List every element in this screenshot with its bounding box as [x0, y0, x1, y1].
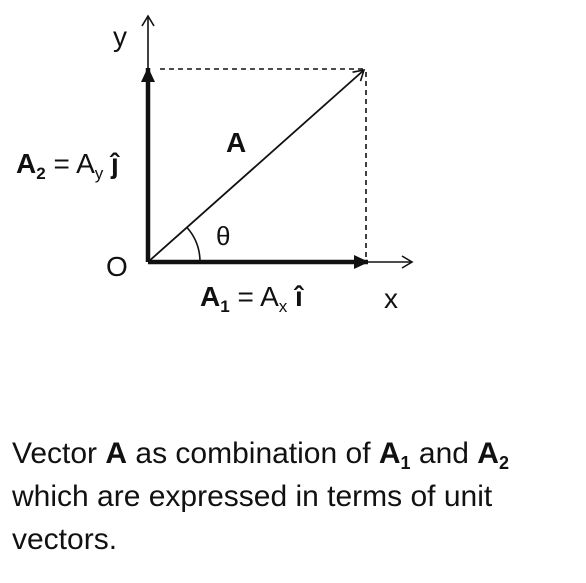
a1-component: A [260, 281, 279, 312]
a2-component: A [76, 148, 95, 179]
a2-subscript: 2 [36, 164, 45, 183]
caption-vector-a: A [105, 437, 128, 470]
a2-symbol: A [16, 148, 36, 179]
caption-vector-a2: A [477, 437, 499, 470]
a2-equals: = [46, 148, 76, 179]
caption-text-1: Vector [12, 437, 106, 470]
a1-symbol: A [200, 281, 220, 312]
axis-x-label: x [384, 283, 398, 314]
a1-component-label: A1 = Ax î [200, 281, 304, 316]
a2-component-subscript: y [95, 164, 104, 183]
vector-a-label: A [226, 127, 246, 158]
a2-unit-vector: ĵ [103, 148, 120, 179]
a2-component-label: A2 = Ay ĵ [16, 148, 120, 183]
axis-y-label: y [113, 21, 127, 52]
caption-text-and: and [410, 437, 478, 470]
figure-caption: Vector A as combination of A1 and A2 whi… [12, 432, 572, 561]
caption-vector-a1: A [378, 437, 401, 470]
a1-unit-vector: î [287, 281, 304, 312]
caption-subscript-1: 1 [400, 453, 411, 473]
angle-arc [186, 226, 201, 263]
a1-component-subscript: x [279, 297, 288, 316]
caption-text-2: as combination of [127, 437, 379, 470]
origin-label: O [106, 251, 128, 282]
a1-subscript: 1 [220, 297, 229, 316]
caption-text-3: which are expressed in terms of unit vec… [12, 480, 493, 556]
a1-equals: = [230, 281, 260, 312]
vector-a-arrow [147, 68, 366, 263]
angle-theta-label: θ [216, 221, 230, 251]
caption-subscript-2: 2 [498, 453, 509, 473]
